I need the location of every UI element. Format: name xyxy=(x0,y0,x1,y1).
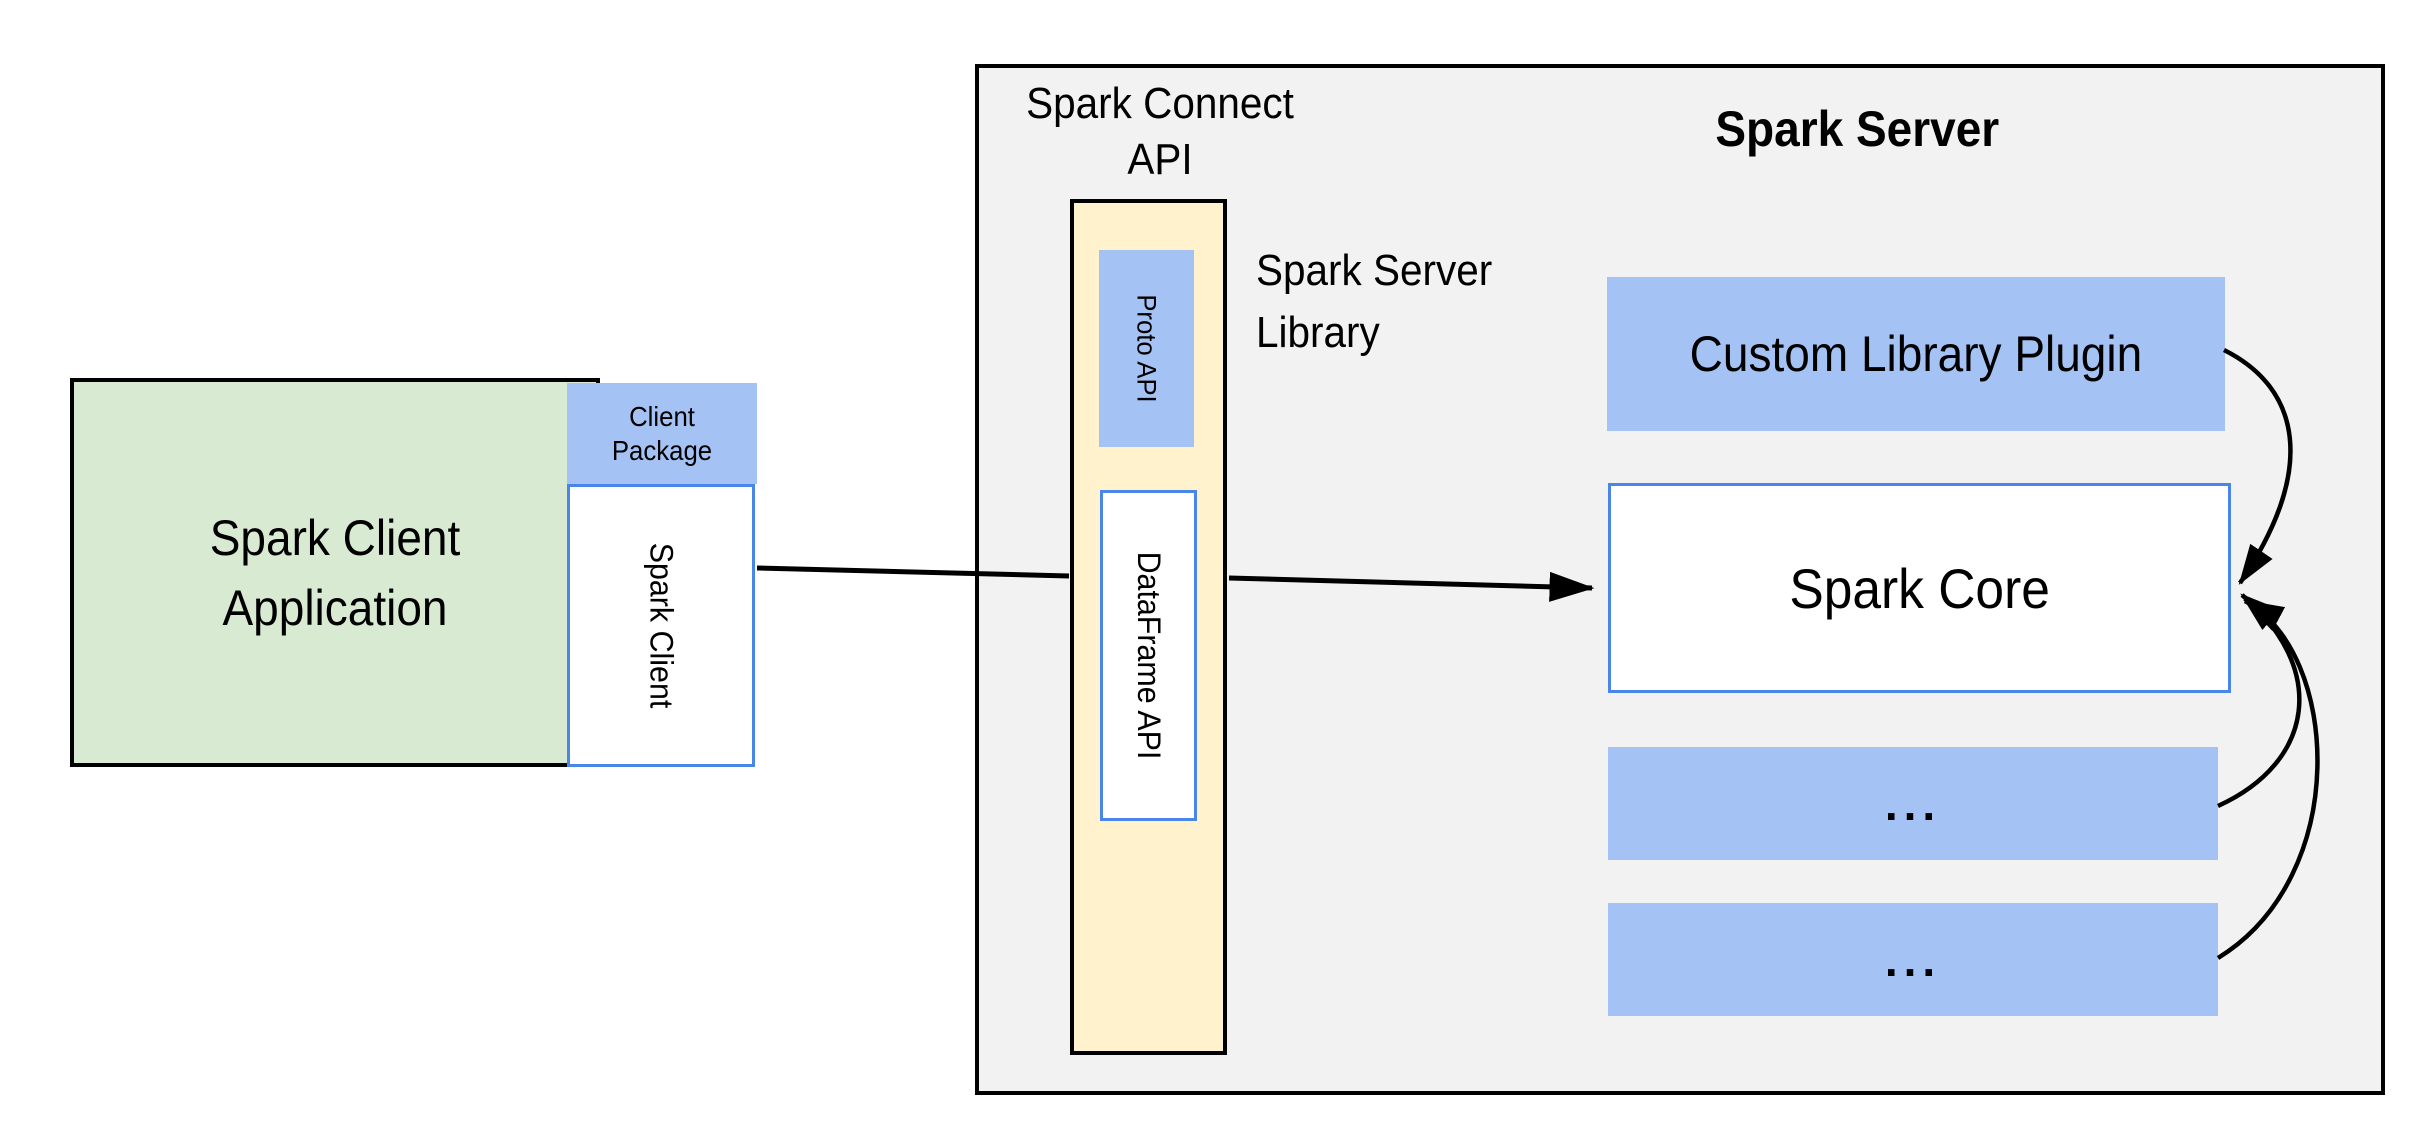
custom-library-plugin-label: Custom Library Plugin xyxy=(1689,326,2143,382)
dataframe-api-box: DataFrame API xyxy=(1100,490,1197,821)
custom-library-plugin-box: Custom Library Plugin xyxy=(1607,277,2225,431)
client-package-label: Client Package xyxy=(611,400,713,466)
dataframe-api-label: DataFrame API xyxy=(1131,551,1167,760)
spark-client-application-box: Spark Client Application xyxy=(70,378,600,767)
spark-server-library-caption: Spark Server Library xyxy=(1256,240,1556,364)
spark-core-box: Spark Core xyxy=(1608,483,2231,693)
spark-core-label: Spark Core xyxy=(1789,556,2050,620)
server-module-placeholder-box-2: ... xyxy=(1608,903,2218,1016)
spark-server-title-text: Spark Server xyxy=(1715,101,1999,157)
client-package-box: Client Package xyxy=(567,383,757,484)
proto-api-box: Proto API xyxy=(1099,250,1194,447)
proto-api-label: Proto API xyxy=(1132,294,1163,403)
server-module-placeholder-2: ... xyxy=(1884,933,1942,986)
proto-api-label-wrap: Proto API xyxy=(1099,250,1194,447)
spark-client-label: Spark Client xyxy=(643,542,680,709)
server-module-placeholder-1: ... xyxy=(1884,777,1942,830)
server-module-placeholder-box-1: ... xyxy=(1608,747,2218,860)
dataframe-api-label-wrap: DataFrame API xyxy=(1103,493,1194,818)
spark-server-library-caption-text: Spark Server Library xyxy=(1256,246,1493,357)
spark-connect-api-caption-text: Spark Connect API xyxy=(1026,79,1294,184)
spark-client-box: Spark Client xyxy=(567,484,755,767)
spark-connect-api-caption: Spark Connect API xyxy=(1010,76,1310,188)
spark-client-label-wrap: Spark Client xyxy=(570,487,752,764)
spark-client-application-label: Spark Client Application xyxy=(209,509,461,636)
spark-server-title: Spark Server xyxy=(1657,100,2057,158)
